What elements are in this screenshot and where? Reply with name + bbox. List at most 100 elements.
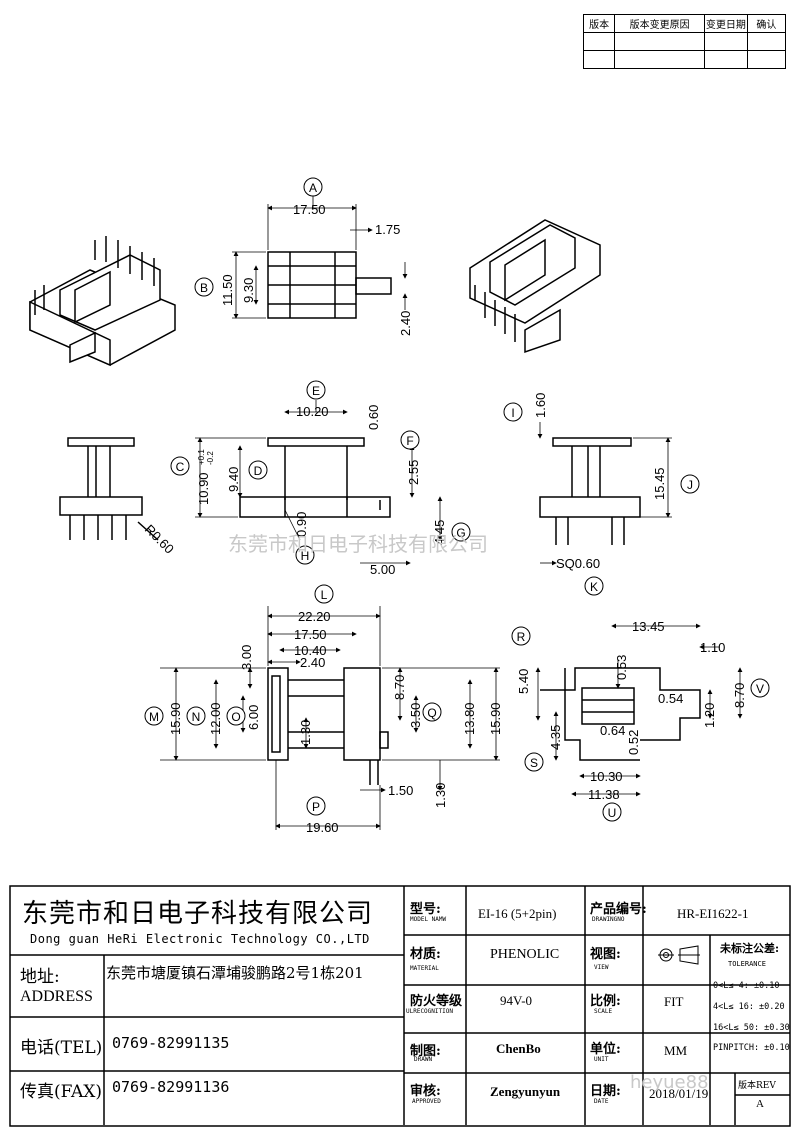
- material-value: PHENOLIC: [490, 947, 560, 962]
- tolerance-title-en: TOLERANCE: [728, 960, 766, 968]
- front-view-main: [239, 437, 391, 518]
- dim-10-90: 10.90: [196, 472, 211, 505]
- section-view-dims: [535, 623, 743, 797]
- dim-17-50-plan: 17.50: [294, 627, 327, 642]
- partno-label-cn: 产品编号:: [590, 902, 647, 917]
- tolerance-line-3: 16<L≤ 50: ±0.30: [713, 1023, 790, 1033]
- dim-17-50: 17.50: [293, 202, 326, 217]
- approved-label-cn: 审核:: [410, 1084, 441, 1099]
- view-label-cn: 视图:: [590, 947, 621, 962]
- dim-0-52: 0.52: [626, 730, 641, 755]
- model-label-en: MODEL NAMW: [410, 916, 447, 923]
- model-value: EI-16 (5+2pin): [478, 906, 557, 921]
- dim-4-45: 4.45: [432, 520, 447, 545]
- callout-s: S: [530, 756, 538, 770]
- dim-15-45: 15.45: [652, 467, 667, 500]
- callout-p: P: [312, 800, 320, 814]
- drawn-label-en: DRAWN: [414, 1056, 433, 1063]
- front-view-small: [59, 437, 159, 541]
- dim-1-50: 1.50: [388, 783, 413, 798]
- callout-m: M: [149, 710, 159, 724]
- tolerance-title-cn: 未标注公差:: [720, 942, 780, 955]
- partno-value: HR-EI1622-1: [677, 906, 749, 921]
- dim-3-00: 3.00: [239, 645, 254, 670]
- dim-r0-60: R0.60: [142, 522, 177, 557]
- dim-22-20: 22.20: [298, 609, 331, 624]
- drawn-value: ChenBo: [496, 1041, 541, 1056]
- unit-label-cn: 单位:: [590, 1042, 621, 1057]
- dim-4-35: 4.35: [548, 725, 563, 750]
- callout-n: N: [192, 710, 201, 724]
- top-view: [267, 251, 392, 319]
- dim-13-80: 13.80: [462, 702, 477, 735]
- material-label-en: MATERIAL: [410, 965, 439, 972]
- tol-minus: -0.2: [206, 451, 215, 465]
- tolerance-line-2: 4<L≤ 16: ±0.20: [713, 1002, 785, 1012]
- callout-d: D: [254, 464, 263, 478]
- dim-19-60: 19.60: [306, 820, 339, 835]
- rev-label: 版本REV: [738, 1081, 776, 1091]
- top-view-callout-b: B: [194, 277, 214, 297]
- dim-8-70-plan: 8.70: [392, 675, 407, 700]
- address-value: 东莞市塘厦镇石潭埔骏鹏路2号1栋201: [106, 964, 364, 982]
- address-label-en: ADDRESS: [20, 988, 93, 1005]
- dim-1-75: 1.75: [375, 222, 400, 237]
- dim-2-55: 2.55: [406, 460, 421, 485]
- dim-0-53: 0.53: [614, 655, 629, 680]
- dim-8-70-section: 8.70: [732, 683, 747, 708]
- dim-15-90-right: 15.90: [488, 702, 503, 735]
- date-value: 2018/01/19: [649, 1086, 709, 1101]
- date-label-cn: 日期:: [590, 1084, 621, 1099]
- dim-10-40: 10.40: [294, 643, 327, 658]
- dim-1-30-pin: 1.30: [433, 783, 448, 808]
- tolerance-line-1: 0<L≤ 4: ±0.10: [713, 981, 780, 991]
- dim-6-00: 6.00: [246, 705, 261, 730]
- tol-plus: +0.1: [197, 449, 206, 465]
- callout-u: U: [608, 806, 617, 820]
- scale-label-cn: 比例:: [590, 994, 621, 1009]
- dim-0-60: 0.60: [366, 405, 381, 430]
- callout-f: F: [406, 434, 413, 448]
- callout-r: R: [517, 630, 526, 644]
- top-view-dims: [232, 196, 408, 319]
- plan-view-dims: [160, 606, 500, 830]
- svg-text:B: B: [200, 281, 208, 295]
- dim-2-40-plan: 2.40: [300, 655, 325, 670]
- fire-label-en: ULRECOGNITION: [406, 1008, 453, 1015]
- company-name-en: Dong guan HeRi Electronic Technology CO.…: [30, 932, 370, 946]
- scale-label-en: SCALE: [594, 1008, 613, 1015]
- watermark-site: heyue88: [630, 1072, 709, 1093]
- isometric-view-right: [469, 219, 601, 354]
- front-view-dims: [195, 400, 443, 566]
- dim-10-30: 10.30: [590, 769, 623, 784]
- dim-5-40: 5.40: [516, 669, 531, 694]
- callout-k: K: [590, 580, 598, 594]
- tel-value: 0769-82991135: [112, 1034, 230, 1052]
- technical-drawing: A 17.50 1.75 B 11.50 9.30 2.40 R0.60: [29, 177, 770, 835]
- rev-value: A: [756, 1098, 764, 1110]
- dim-11-50: 11.50: [220, 274, 235, 306]
- model-label-cn: 型号:: [410, 902, 441, 917]
- section-view: [540, 667, 701, 761]
- dim-3-50: 3.50: [408, 703, 423, 728]
- address-label-cn: 地址:: [20, 967, 60, 987]
- dim-15-90-left: 15.90: [168, 702, 183, 735]
- view-label-en: VIEW: [594, 964, 609, 971]
- revision-table: 版本 版本变更原因 变更日期 确认: [582, 14, 787, 69]
- partno-label-en: DRAWINGNO: [592, 916, 625, 923]
- side-view: [539, 437, 641, 545]
- dim-0-90: 0.90: [294, 512, 309, 537]
- material-label-cn: 材质:: [410, 947, 441, 962]
- projection-symbol-icon: [658, 945, 700, 965]
- unit-label-en: UNIT: [594, 1056, 609, 1063]
- dim-0-54: 0.54: [658, 691, 683, 706]
- callout-c: C: [176, 460, 185, 474]
- isometric-view-left: [29, 236, 176, 367]
- tel-label: 电话(TEL): [20, 1038, 103, 1058]
- side-view-dims: [537, 422, 672, 566]
- dim-12-00: 12.00: [208, 702, 223, 735]
- dim-9-40: 9.40: [226, 467, 241, 492]
- callout-i: I: [511, 406, 514, 420]
- fire-label-cn: 防火等级: [410, 994, 463, 1009]
- dim-13-45: 13.45: [632, 619, 665, 634]
